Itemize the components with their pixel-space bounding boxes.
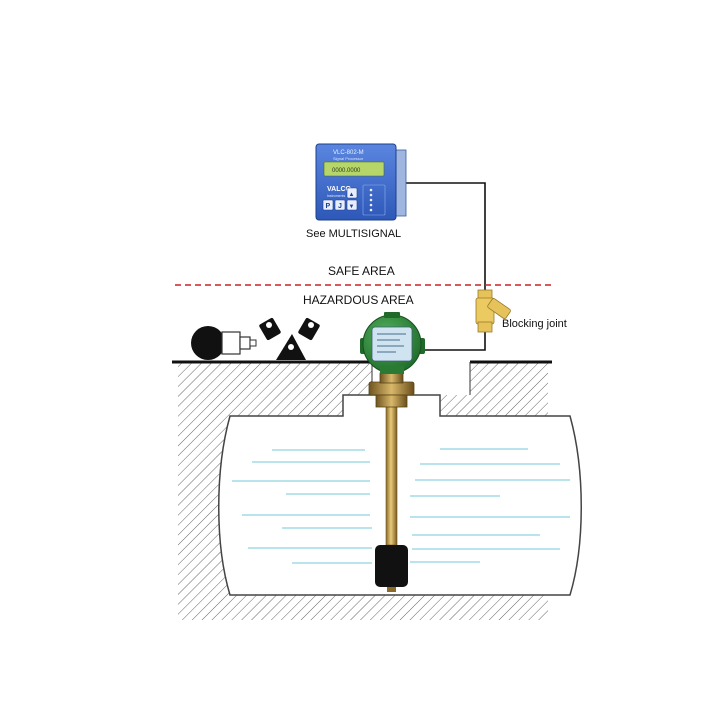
controller-led-column [369, 188, 373, 212]
liquid-lines [232, 448, 570, 564]
controller-subtitle: Signal Processor [333, 156, 364, 161]
controller-unit: VLC-802-M Signal Processor 0000.0000 VAL… [315, 143, 407, 221]
blocking-joint [475, 289, 511, 333]
ground-hatch [178, 362, 582, 620]
tank-outline [218, 394, 582, 596]
probe-rod [385, 404, 398, 546]
pump-motor [191, 326, 257, 360]
svg-text:J: J [338, 203, 342, 210]
svg-text:P: P [326, 203, 331, 210]
blocking-joint-label: Blocking joint [502, 318, 567, 330]
fitting-neck [379, 372, 404, 384]
safe-area-label: SAFE AREA [328, 264, 395, 278]
float-bottom-stop [387, 587, 396, 592]
signal-cable-lower [425, 330, 486, 351]
valve-manifold [259, 317, 320, 360]
controller-model: VLC-802-M [333, 150, 364, 156]
svg-text:▼: ▼ [349, 204, 355, 210]
controller-key-enter [334, 199, 346, 211]
hazardous-area-label: HAZARDOUS AREA [303, 293, 414, 307]
controller-display-value: 0000.0000 [332, 168, 361, 174]
fitting-thread [375, 394, 408, 408]
multisignal-label: See MULTISIGNAL [306, 228, 401, 240]
fitting-hex [368, 381, 415, 396]
controller-key-up [346, 187, 358, 199]
controller-key-p [322, 199, 334, 211]
controller-display [323, 161, 385, 177]
controller-key-down [346, 199, 358, 211]
transmitter-head [360, 312, 425, 374]
float [375, 545, 408, 587]
svg-text:▲: ▲ [349, 192, 355, 198]
controller-brand: VALCO [327, 186, 352, 193]
signal-cable [406, 182, 486, 290]
controller-brand-sub: Instruments [327, 194, 346, 198]
